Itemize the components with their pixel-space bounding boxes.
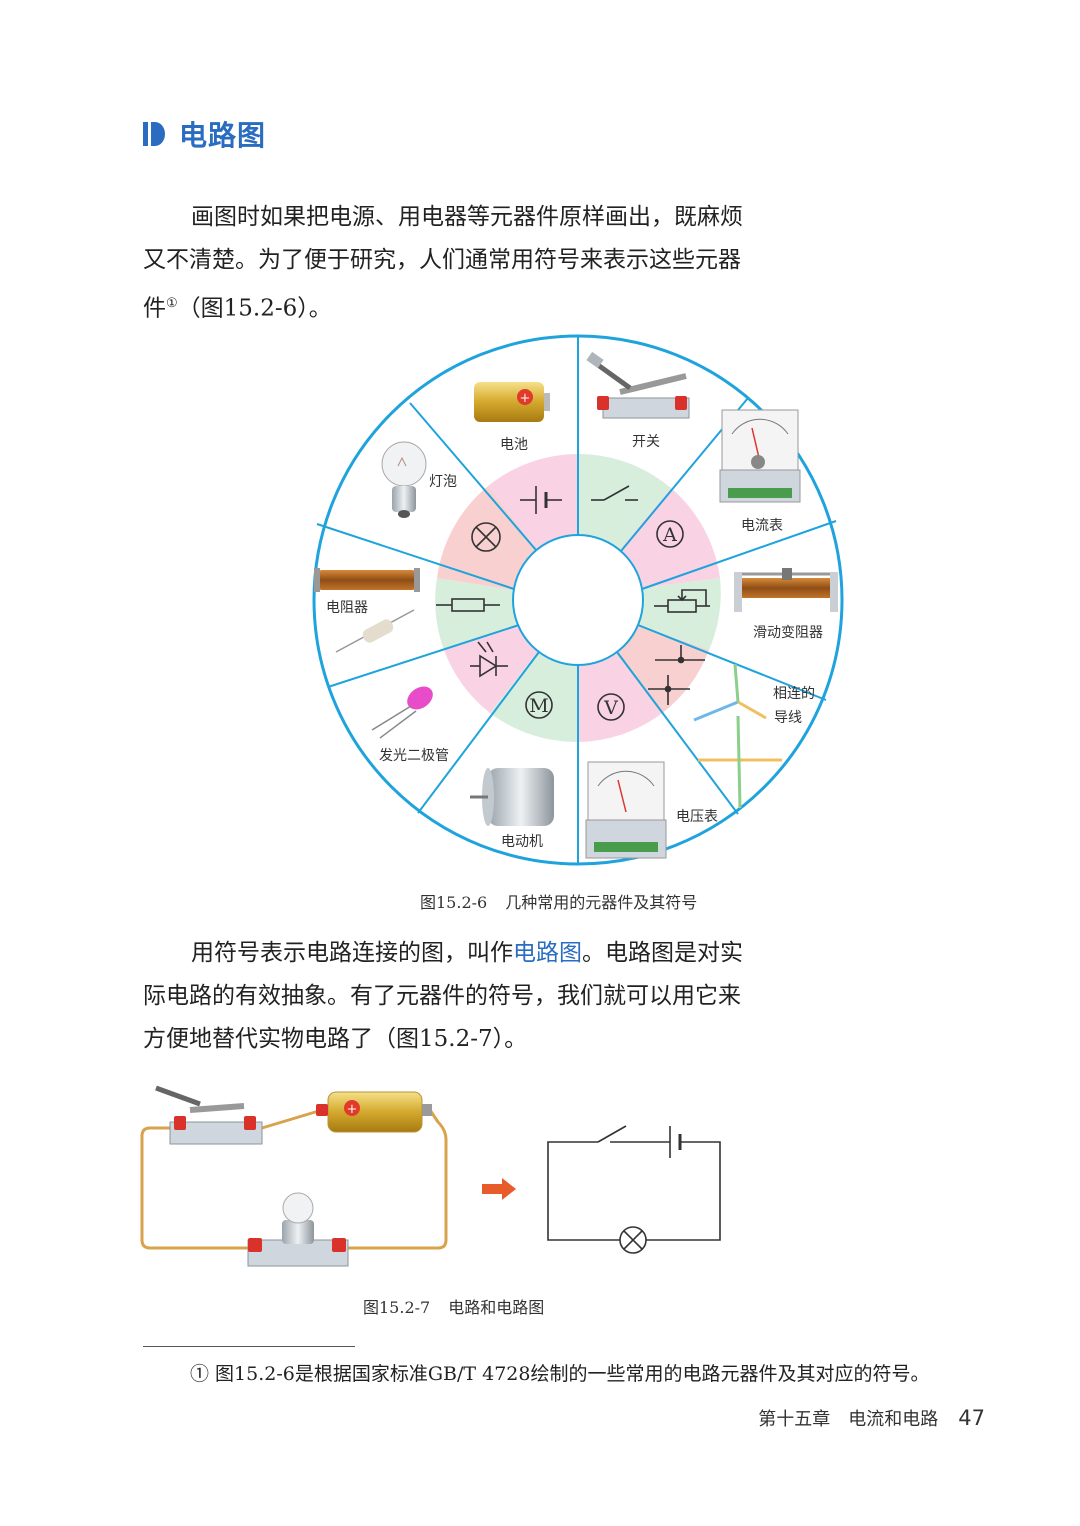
paragraph-1-text: 画图时如果把电源、用电器等元器件原样画出，既麻烦又不清楚。为了便于研究，人们通常… xyxy=(143,204,743,322)
paragraph-2: 用符号表示电路连接的图，叫作电路图。电路图是对实际电路的有效抽象。有了元器件的符… xyxy=(143,932,743,1061)
paragraph-2-after: 。电路图是对实际电路的有效抽象。有了元器件的符号，我们就可以用它来方便地替代实物… xyxy=(143,940,743,1052)
connected-wires-symbol xyxy=(648,645,705,705)
page-footer: 第十五章 电流和电路 47 xyxy=(758,1405,985,1431)
figure-2-caption-number: 图15.2-7 xyxy=(363,1298,431,1317)
footnote-divider xyxy=(143,1346,355,1347)
led-label: 发光二极管 xyxy=(379,748,449,764)
voltmeter-symbol: V xyxy=(597,693,625,721)
svg-text:+: + xyxy=(520,391,531,406)
wires-label-line2: 导线 xyxy=(774,710,802,726)
battery-image: + xyxy=(474,382,550,422)
motor-image xyxy=(470,768,554,826)
resistor-symbol xyxy=(436,598,500,612)
battery-symbol xyxy=(520,486,562,514)
ammeter-image xyxy=(719,409,801,503)
page-number: 47 xyxy=(958,1406,985,1430)
led-symbol xyxy=(470,641,508,678)
chapter-title: 第十五章 电流和电路 xyxy=(758,1409,939,1430)
ammeter-symbol: A xyxy=(656,520,684,548)
svg-text:M: M xyxy=(529,695,548,717)
voltmeter-image xyxy=(585,761,667,859)
paragraph-1: 画图时如果把电源、用电器等元器件原样画出，既麻烦又不清楚。为了便于研究，人们通常… xyxy=(143,196,743,331)
paragraph-1-ref: （图15.2-6）。 xyxy=(177,295,332,322)
section-title: 电路图 xyxy=(179,119,267,152)
ammeter-label: 电流表 xyxy=(741,518,783,534)
inner-color-band xyxy=(435,453,721,743)
svg-text:A: A xyxy=(662,524,677,546)
lamp-symbol xyxy=(471,522,501,552)
figure-1-caption: 图15.2-6 几种常用的元器件及其符号 xyxy=(420,889,697,913)
bulb-image xyxy=(381,441,427,518)
wires-image xyxy=(693,663,782,809)
led-image xyxy=(371,686,433,739)
voltmeter-label: 电压表 xyxy=(676,809,718,825)
circuit-diagram-term: 电路图 xyxy=(513,940,582,966)
wires-label-line1: 相连的 xyxy=(773,686,815,702)
section-heading: 电路图 xyxy=(143,112,266,156)
figure-1-caption-text: 几种常用的元器件及其符号 xyxy=(505,893,698,912)
inner-ring xyxy=(512,534,644,666)
switch-image xyxy=(586,351,690,419)
rheostat-image xyxy=(734,568,838,612)
footnote: ① 图15.2-6是根据国家标准GB/T 4728绘制的一些常用的电路元器件及其… xyxy=(190,1363,930,1385)
figure-1-caption-number: 图15.2-6 xyxy=(420,893,488,912)
motor-label: 电动机 xyxy=(501,834,543,850)
rheostat-label: 滑动变阻器 xyxy=(753,624,823,641)
footnote-mark[interactable]: ① xyxy=(166,296,178,311)
motor-symbol: M xyxy=(525,691,553,719)
switch-label: 开关 xyxy=(632,434,660,450)
resistor-label: 电阻器 xyxy=(326,600,368,616)
section-marker-icon xyxy=(143,122,165,146)
battery-label: 电池 xyxy=(500,437,528,453)
figure-2-caption: 图15.2-7 电路和电路图 xyxy=(363,1294,544,1318)
bulb-label: 灯泡 xyxy=(429,474,457,490)
figure-2-caption-text: 电路和电路图 xyxy=(448,1298,545,1317)
rheostat-symbol xyxy=(654,589,710,613)
resistor-image xyxy=(314,568,420,653)
paragraph-2-before: 用符号表示电路连接的图，叫作 xyxy=(191,940,513,966)
svg-text:V: V xyxy=(603,697,618,719)
switch-symbol xyxy=(591,485,638,501)
